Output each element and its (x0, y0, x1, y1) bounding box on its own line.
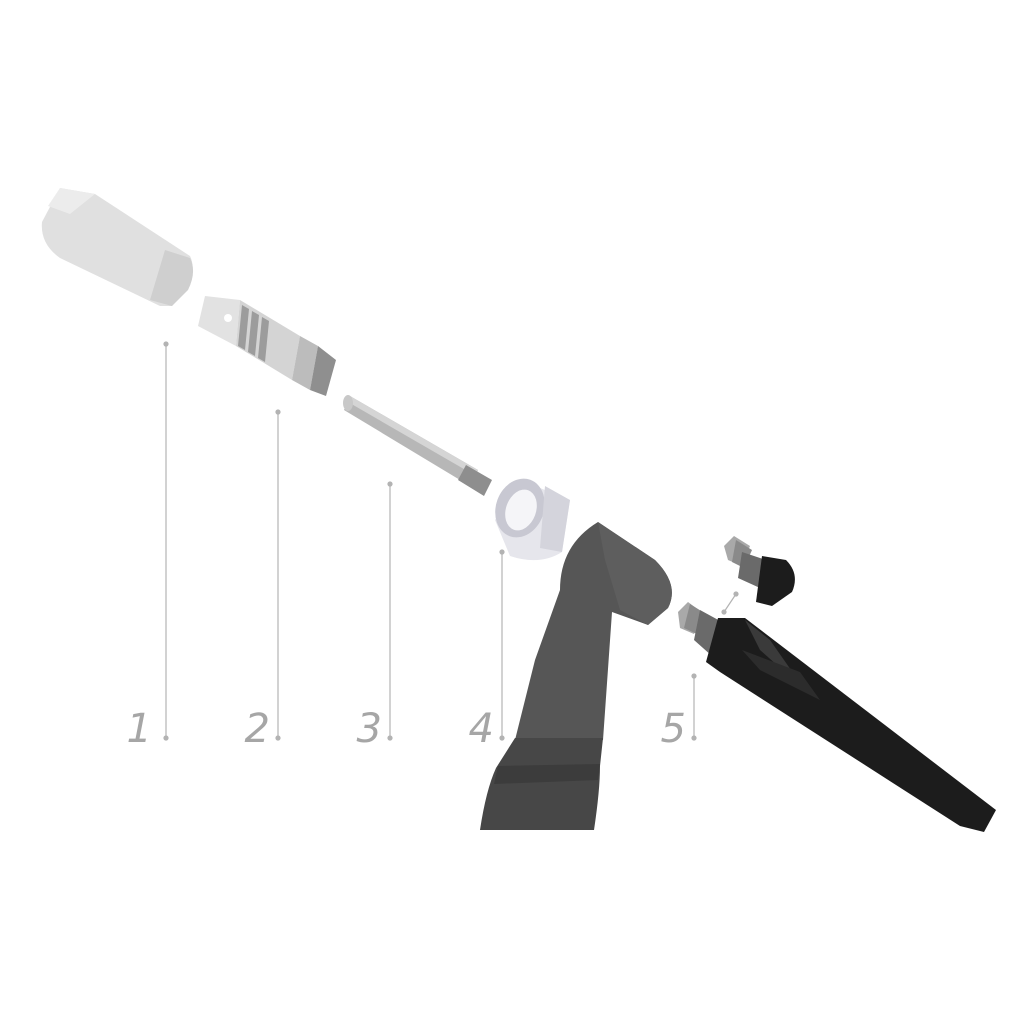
torch-handle (480, 738, 603, 830)
callout-number-1: 1 (127, 706, 152, 752)
callout-number-5: 5 (661, 706, 686, 752)
back-cap-short (724, 536, 795, 606)
leader-line-3 (387, 481, 393, 741)
gas-lens-ring (495, 478, 570, 561)
callout-labels: 1 2 3 4 5 (127, 706, 686, 752)
electrode-rod (343, 395, 492, 496)
collet-body (198, 296, 336, 396)
leader-line-1 (163, 341, 169, 741)
ceramic-nozzle (41, 188, 194, 306)
callout-number-4: 4 (469, 706, 494, 752)
leader-lines (163, 341, 739, 741)
callout-number-3: 3 (357, 706, 382, 752)
back-cap-long (678, 602, 996, 832)
callout-number-2: 2 (245, 706, 270, 752)
leader-line-2 (275, 409, 281, 741)
leader-line-5 (691, 673, 697, 741)
leader-line-4 (499, 549, 505, 741)
torch-head (515, 522, 672, 740)
leader-line-5-cap (721, 591, 739, 615)
